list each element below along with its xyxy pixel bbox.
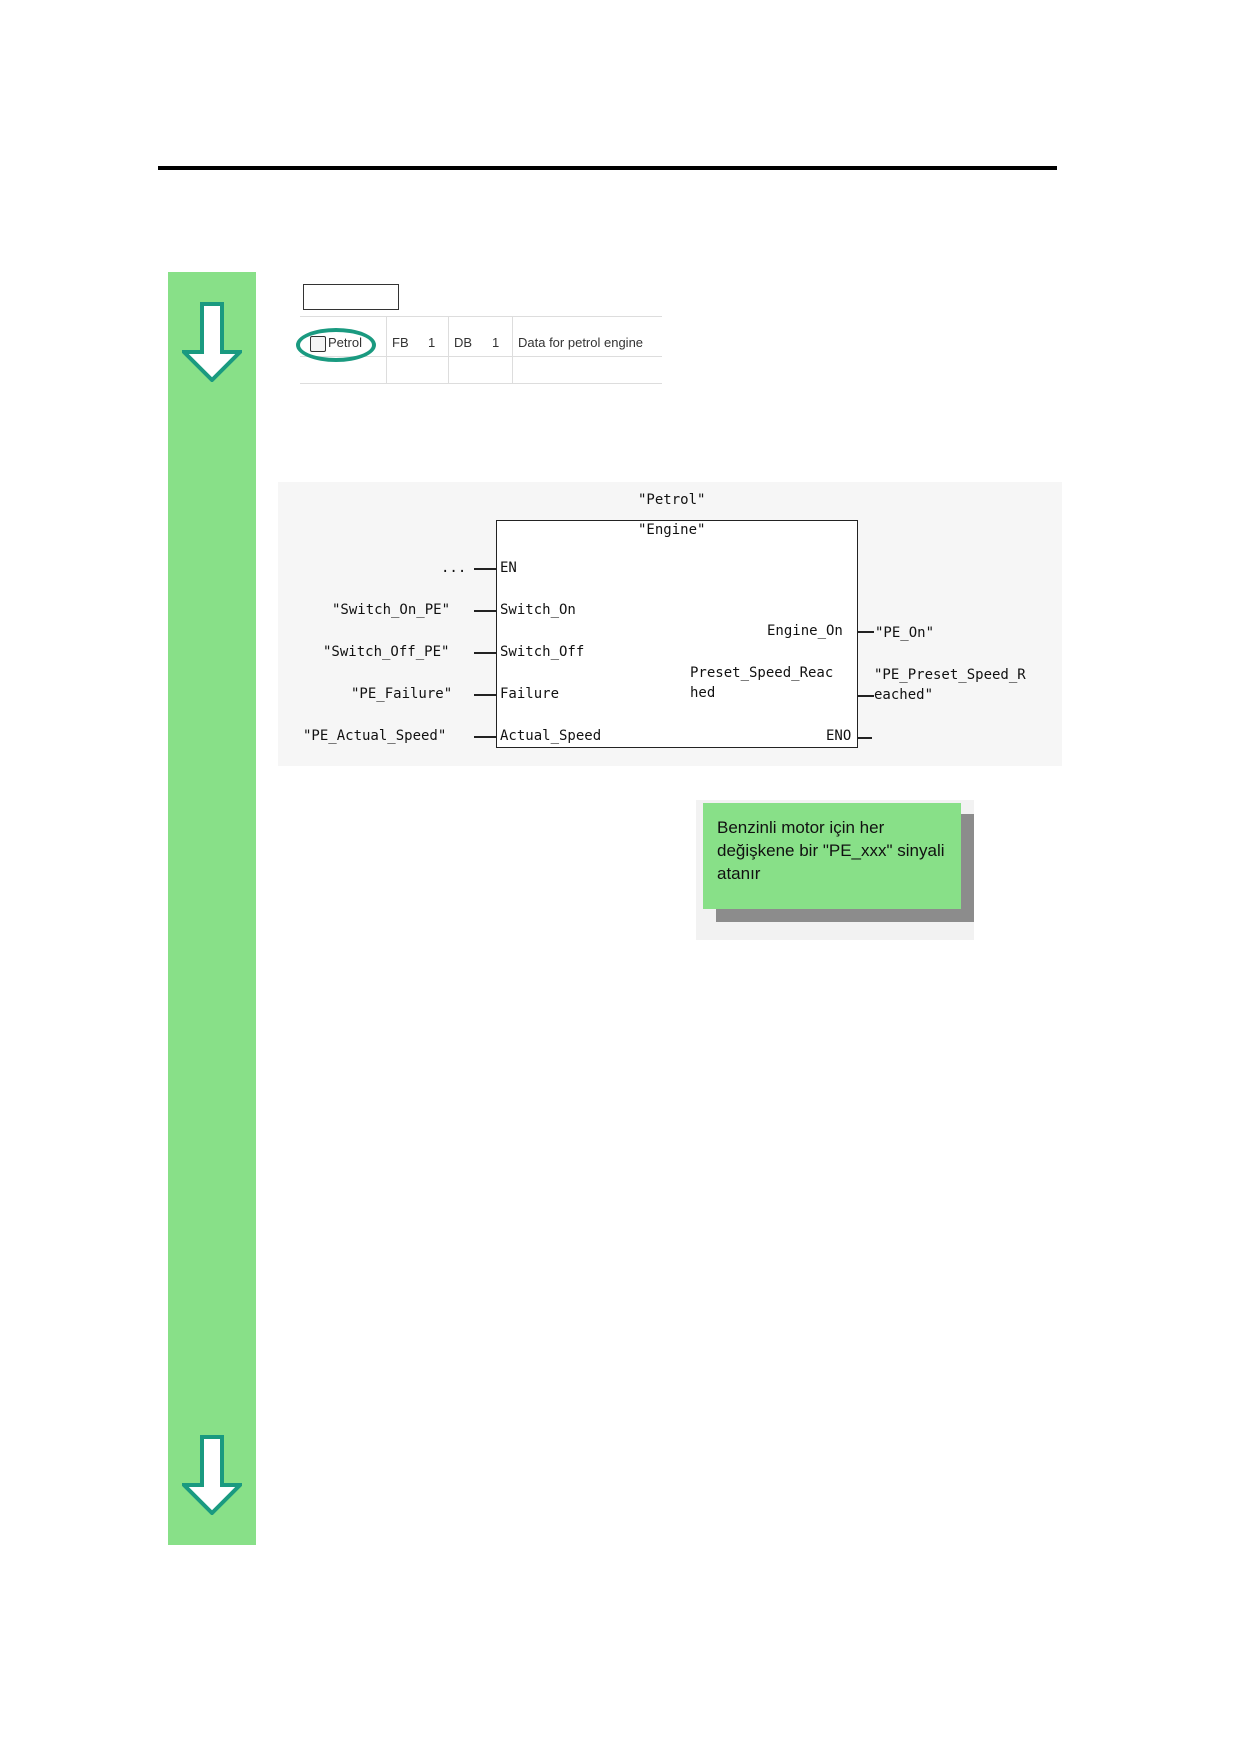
pin-line-switch-on	[474, 610, 496, 612]
input-signal-en: ...	[441, 560, 467, 576]
pin-line-failure	[474, 694, 496, 696]
input-signal-switch-on: "Switch_On_PE"	[332, 602, 451, 618]
input-pin-failure: Failure	[500, 686, 560, 702]
instance-db-label: "Petrol"	[638, 492, 706, 508]
symbol-label-box	[303, 284, 399, 310]
pin-line-switch-off	[474, 652, 496, 654]
output-pin-eno: ENO	[826, 728, 852, 744]
input-pin-switch-off: Switch_Off	[500, 644, 585, 660]
arrow-down-icon	[182, 302, 242, 382]
output-pin-engine-on: Engine_On	[767, 623, 843, 639]
info-note: Benzinli motor için her değişkene bir "P…	[703, 803, 961, 909]
pin-line-eno	[858, 737, 872, 739]
fb-block-engine[interactable]	[496, 520, 858, 748]
symbol-type-number: 1	[428, 335, 436, 350]
pin-line-actual-speed	[474, 736, 496, 738]
green-sidebar	[168, 272, 256, 1545]
input-signal-failure: "PE_Failure"	[351, 686, 453, 702]
input-signal-actual-speed: "PE_Actual_Speed"	[303, 728, 447, 744]
output-signal-preset-speed-line1: "PE_Preset_Speed_R	[874, 667, 1026, 683]
pin-line-en	[474, 568, 496, 570]
symbol-comment: Data for petrol engine	[518, 335, 644, 350]
pin-line-engine-on	[858, 631, 874, 633]
symbol-db-number: 1	[492, 335, 500, 350]
arrow-down-icon	[182, 1435, 242, 1515]
header-rule	[158, 166, 1057, 170]
output-pin-preset-speed-line2: hed	[690, 685, 716, 701]
symbol-table: Petrol FB 1 DB 1 Data for petrol engine	[296, 316, 662, 384]
input-signal-switch-off: "Switch_Off_PE"	[323, 644, 450, 660]
input-pin-switch-on: Switch_On	[500, 602, 576, 618]
symbol-type: FB	[392, 335, 409, 350]
output-signal-preset-speed-line2: eached"	[874, 687, 934, 703]
input-pin-en: EN	[500, 560, 517, 576]
pin-line-preset-speed	[858, 695, 874, 697]
input-pin-actual-speed: Actual_Speed	[500, 728, 602, 744]
output-signal-engine-on: "PE_On"	[875, 625, 935, 641]
symbol-row[interactable]: Petrol FB 1 DB 1 Data for petrol engine	[296, 328, 662, 362]
output-pin-preset-speed-line1: Preset_Speed_Reac	[690, 665, 834, 681]
block-name-label: "Engine"	[638, 522, 706, 538]
symbol-name: Petrol	[328, 335, 362, 350]
highlight-ellipse	[296, 328, 376, 362]
symbol-db: DB	[454, 335, 473, 350]
